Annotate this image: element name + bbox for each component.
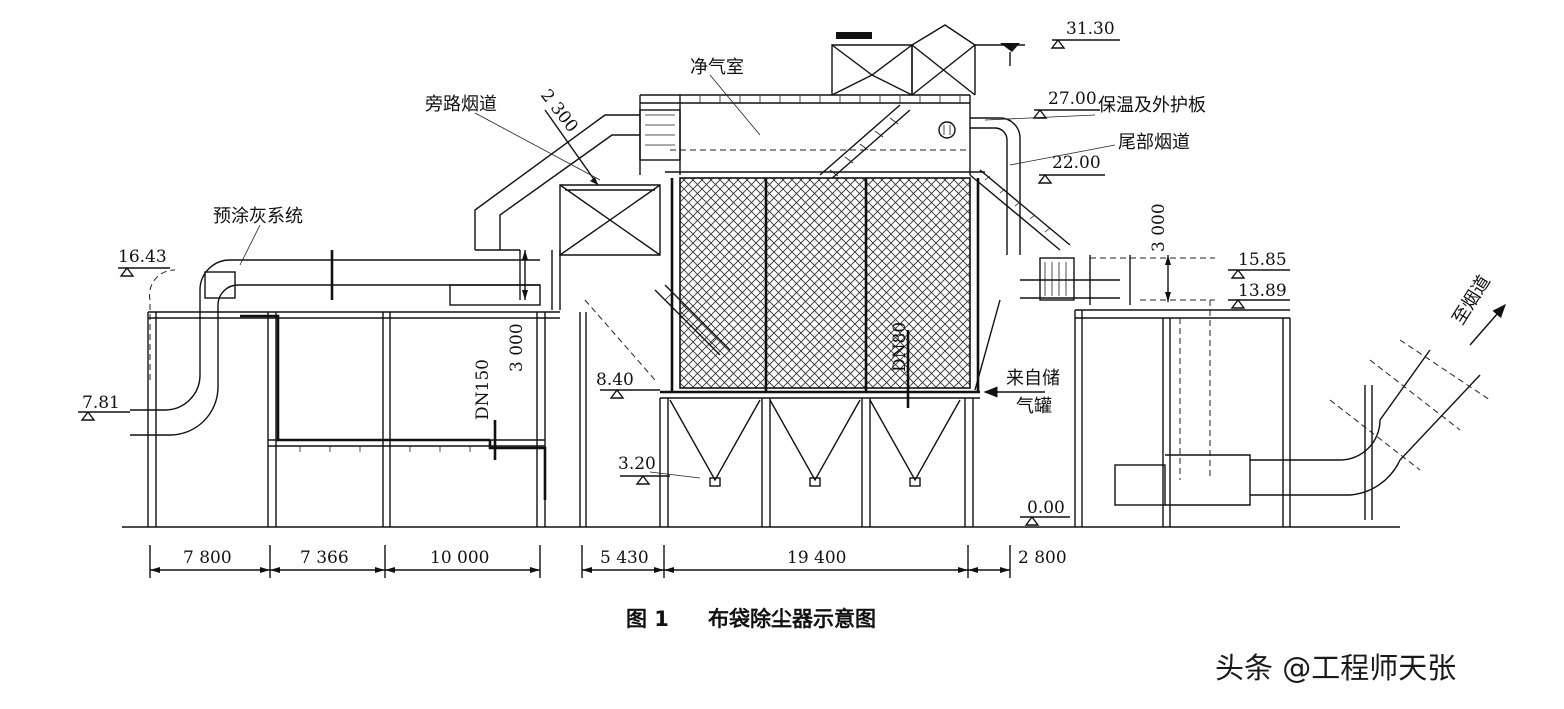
- watermark: 头条 @工程师天张: [1215, 651, 1456, 685]
- filter-bag-bank: [679, 177, 971, 389]
- elevation-markers: [78, 38, 1290, 526]
- elevation-22-00: 22.00: [1052, 153, 1101, 173]
- dim-19400: 19 400: [787, 548, 846, 568]
- dimension-lines: [149, 109, 1171, 578]
- elevation-16-43: 16.43: [118, 247, 167, 267]
- elevation-3-20: 3.20: [618, 454, 656, 474]
- tail-duct-label: 尾部烟道: [1118, 132, 1190, 153]
- elevation-31-30: 31.30: [1066, 19, 1115, 39]
- bypass-duct-label: 旁路烟道: [425, 94, 497, 115]
- dim-10000: 10 000: [430, 548, 489, 568]
- tail-duct: [938, 117, 1491, 527]
- from-tank-label-line2: 气罐: [1016, 396, 1052, 417]
- precoat-system-label: 预涂灰系统: [213, 206, 303, 227]
- clean-room-label: 净气室: [690, 57, 744, 78]
- dn150-label: DN150: [473, 359, 493, 420]
- figure-title: 布袋除尘器示意图: [708, 607, 876, 631]
- bypass-duct: [474, 114, 661, 310]
- elevation-15-85: 15.85: [1238, 250, 1287, 270]
- elevation-7-81: 7.81: [82, 393, 120, 413]
- baghouse-body: [579, 94, 1071, 527]
- dim-7366: 7 366: [300, 548, 349, 568]
- to-flue-arrow: [1469, 303, 1506, 346]
- dn80-label: DN80: [890, 322, 910, 372]
- elevation-13-89: 13.89: [1238, 281, 1287, 301]
- dim-2800: 2 800: [1018, 548, 1067, 568]
- roof-truss: [831, 24, 1025, 96]
- elevation-0-00: 0.00: [1027, 498, 1065, 518]
- dim-3000-left: 3 000: [507, 323, 527, 372]
- insulation-label: 保温及外护板: [1098, 95, 1206, 116]
- dim-7800: 7 800: [183, 548, 232, 568]
- dim-5430: 5 430: [600, 548, 649, 568]
- elevation-8-40: 8.40: [596, 370, 634, 390]
- elevation-27-00: 27.00: [1048, 89, 1097, 109]
- from-tank-label-line1: 来自储: [1006, 368, 1060, 389]
- left-steel-structure: [130, 250, 560, 527]
- figure-number: 图 1: [626, 607, 669, 631]
- dim-3000-right: 3 000: [1149, 203, 1169, 252]
- to-flue-label: 至烟道: [1448, 272, 1494, 329]
